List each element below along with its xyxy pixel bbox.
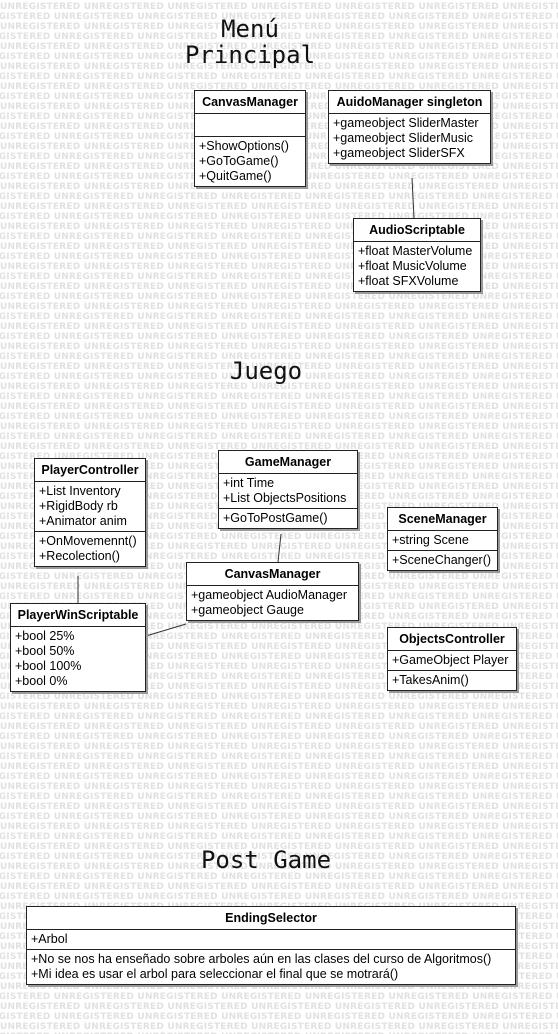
attribute-row: +GameObject Player bbox=[392, 653, 509, 667]
class-name: SceneManager bbox=[388, 508, 497, 531]
heading-menu-principal: Menú Principal bbox=[150, 16, 350, 68]
class-box-audio-scriptable[interactable]: AudioScriptable+float MasterVolume+float… bbox=[353, 218, 481, 292]
attribute-row: +float SFXVolume bbox=[358, 274, 459, 288]
attribute-row: +List ObjectsPositions bbox=[223, 491, 347, 505]
attributes-section: +List Inventory+RigidBody rb+Animator an… bbox=[35, 482, 145, 532]
attribute-row: +RigidBody rb bbox=[39, 499, 118, 513]
class-box-player-controller[interactable]: PlayerController+List Inventory+RigidBod… bbox=[34, 458, 146, 567]
heading-post-game: Post Game bbox=[200, 846, 332, 874]
attribute-row: +float MasterVolume bbox=[358, 244, 473, 258]
attributes-section: +bool 25%+bool 50%+bool 100%+bool 0% bbox=[11, 627, 145, 691]
methods-section: +ShowOptions()+GoToGame()+QuitGame() bbox=[195, 137, 305, 186]
class-name: AudioScriptable bbox=[354, 219, 480, 242]
method-row: +TakesAnim() bbox=[392, 673, 469, 687]
attributes-section: +string Scene bbox=[388, 531, 497, 551]
methods-section: +SceneChanger() bbox=[388, 551, 497, 570]
attribute-row: +bool 0% bbox=[15, 674, 68, 688]
class-name: EndingSelector bbox=[27, 907, 515, 930]
heading-menu-line2: Principal bbox=[184, 41, 316, 69]
class-box-scene-manager[interactable]: SceneManager +string Scene +SceneChanger() bbox=[387, 507, 498, 571]
class-box-ending-selector[interactable]: EndingSelector +Arbol +No se nos ha enseña… bbox=[26, 906, 516, 985]
attribute-row: +int Time bbox=[223, 476, 275, 490]
attribute-row: +gameobject SliderMusic bbox=[333, 131, 473, 145]
attributes-section: +int Time+List ObjectsPositions bbox=[219, 474, 357, 509]
class-name: PlayerController bbox=[35, 459, 145, 482]
attribute-row: +gameobject AudioManager bbox=[191, 588, 348, 602]
method-row: +GoToPostGame() bbox=[223, 511, 328, 525]
connector-canvasmanager-playerwinscriptable bbox=[145, 623, 187, 637]
attribute-row: +bool 25% bbox=[15, 629, 75, 643]
attribute-row: +gameobject SliderMaster bbox=[333, 116, 479, 130]
method-row: +Recolection() bbox=[39, 549, 120, 563]
attribute-row: +float MusicVolume bbox=[358, 259, 467, 273]
method-row: +QuitGame() bbox=[199, 169, 272, 183]
attributes-section: +GameObject Player bbox=[388, 651, 516, 671]
attribute-row: +gameobject SliderSFX bbox=[333, 146, 465, 160]
attribute-row: +List Inventory bbox=[39, 484, 121, 498]
class-box-audio-manager[interactable]: AuidoManager singleton+gameobject Slider… bbox=[328, 90, 491, 164]
attributes-section bbox=[195, 114, 305, 137]
methods-section: +TakesAnim() bbox=[388, 671, 516, 690]
methods-section: +OnMovemennt()+Recolection() bbox=[35, 532, 145, 566]
attribute-row: +Animator anim bbox=[39, 514, 127, 528]
connector-audiomanager-audioscriptable bbox=[411, 177, 415, 219]
attributes-section: +gameobject AudioManager+gameobject Gaug… bbox=[187, 586, 358, 620]
method-row: +SceneChanger() bbox=[392, 553, 492, 567]
class-name: CanvasManager bbox=[195, 91, 305, 114]
class-box-objects-controller[interactable]: ObjectsController +GameObject Player +Take… bbox=[387, 627, 517, 691]
method-row: +GoToGame() bbox=[199, 154, 279, 168]
attributes-section: +float MasterVolume+float MusicVolume+fl… bbox=[354, 242, 480, 291]
connector-gamemanager-canvasmanager bbox=[277, 533, 282, 563]
class-name: GameManager bbox=[219, 451, 357, 474]
class-name: CanvasManager bbox=[187, 563, 358, 586]
heading-menu-line1: Menú bbox=[221, 15, 279, 43]
method-row: +ShowOptions() bbox=[199, 139, 289, 153]
class-box-canvas-manager-game[interactable]: CanvasManager+gameobject AudioManager+ga… bbox=[186, 562, 359, 621]
attributes-section: +gameobject SliderMaster+gameobject Slid… bbox=[329, 114, 490, 163]
class-name: ObjectsController bbox=[388, 628, 516, 651]
attribute-row: +bool 50% bbox=[15, 644, 75, 658]
methods-section: +No se nos ha enseñado sobre arboles aún… bbox=[27, 950, 515, 984]
class-name: AuidoManager singleton bbox=[329, 91, 490, 114]
method-row: +No se nos ha enseñado sobre arboles aún… bbox=[31, 952, 492, 966]
attribute-row: +gameobject Gauge bbox=[191, 603, 304, 617]
class-name: PlayerWinScriptable bbox=[11, 604, 145, 627]
method-row: +OnMovemennt() bbox=[39, 534, 137, 548]
class-box-player-win-scriptable[interactable]: PlayerWinScriptable+bool 25%+bool 50%+bo… bbox=[10, 603, 146, 692]
attribute-row: +string Scene bbox=[392, 533, 469, 547]
heading-juego: Juego bbox=[229, 357, 303, 385]
class-box-game-manager[interactable]: GameManager+int Time+List ObjectsPositio… bbox=[218, 450, 358, 529]
methods-section: +GoToPostGame() bbox=[219, 509, 357, 528]
class-box-canvas-manager-menu[interactable]: CanvasManager +ShowOptions()+GoToGame()+Q… bbox=[194, 90, 306, 187]
attribute-row: +bool 100% bbox=[15, 659, 82, 673]
method-row: +Mi idea es usar el arbol para seleccion… bbox=[31, 967, 399, 981]
attribute-row: +Arbol bbox=[31, 932, 68, 946]
attributes-section: +Arbol bbox=[27, 930, 515, 950]
